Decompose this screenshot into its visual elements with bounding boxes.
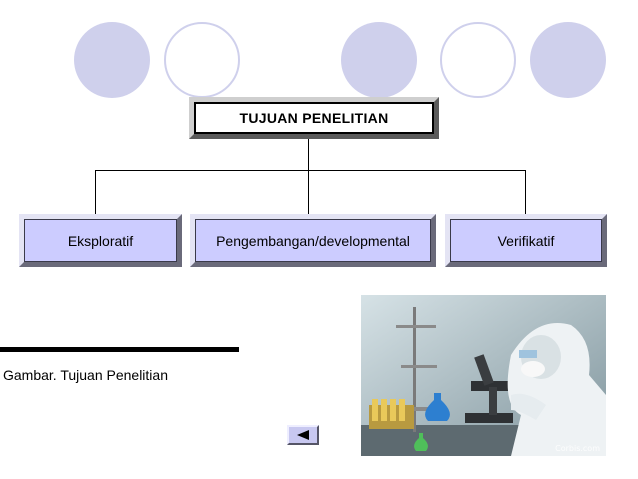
photo-watermark: Corbis.com xyxy=(555,444,600,453)
diagram-title-box: TUJUAN PENELITIAN xyxy=(189,97,439,139)
scientist-microscope-image xyxy=(361,295,606,456)
figure-caption: Gambar. Tujuan Penelitian xyxy=(3,367,168,383)
connector-line xyxy=(95,170,526,171)
caption-rule xyxy=(0,347,239,352)
decorative-circle-filled xyxy=(341,22,417,98)
diagram-node-verifikatif: Verifikatif xyxy=(445,214,607,267)
triangle-left-icon xyxy=(297,430,309,440)
connector-line xyxy=(95,170,96,214)
diagram-node-eksploratif: Eksploratif xyxy=(19,214,182,267)
node-label: Eksploratif xyxy=(67,232,134,249)
connector-line xyxy=(525,170,526,214)
node-label: Pengembangan/developmental xyxy=(216,232,410,249)
decorative-circle-outline xyxy=(164,22,240,98)
connector-line xyxy=(308,170,309,214)
node-label: Verifikatif xyxy=(497,232,555,249)
decorative-circle-filled xyxy=(74,22,150,98)
diagram-node-pengembangan: Pengembangan/developmental xyxy=(190,214,436,267)
diagram-title: TUJUAN PENELITIAN xyxy=(239,110,389,126)
back-button[interactable] xyxy=(287,425,319,445)
decorative-circle-filled xyxy=(530,22,606,98)
decorative-circle-outline xyxy=(440,22,516,98)
lab-photo: Corbis.com xyxy=(361,295,606,456)
connector-line xyxy=(308,139,309,171)
